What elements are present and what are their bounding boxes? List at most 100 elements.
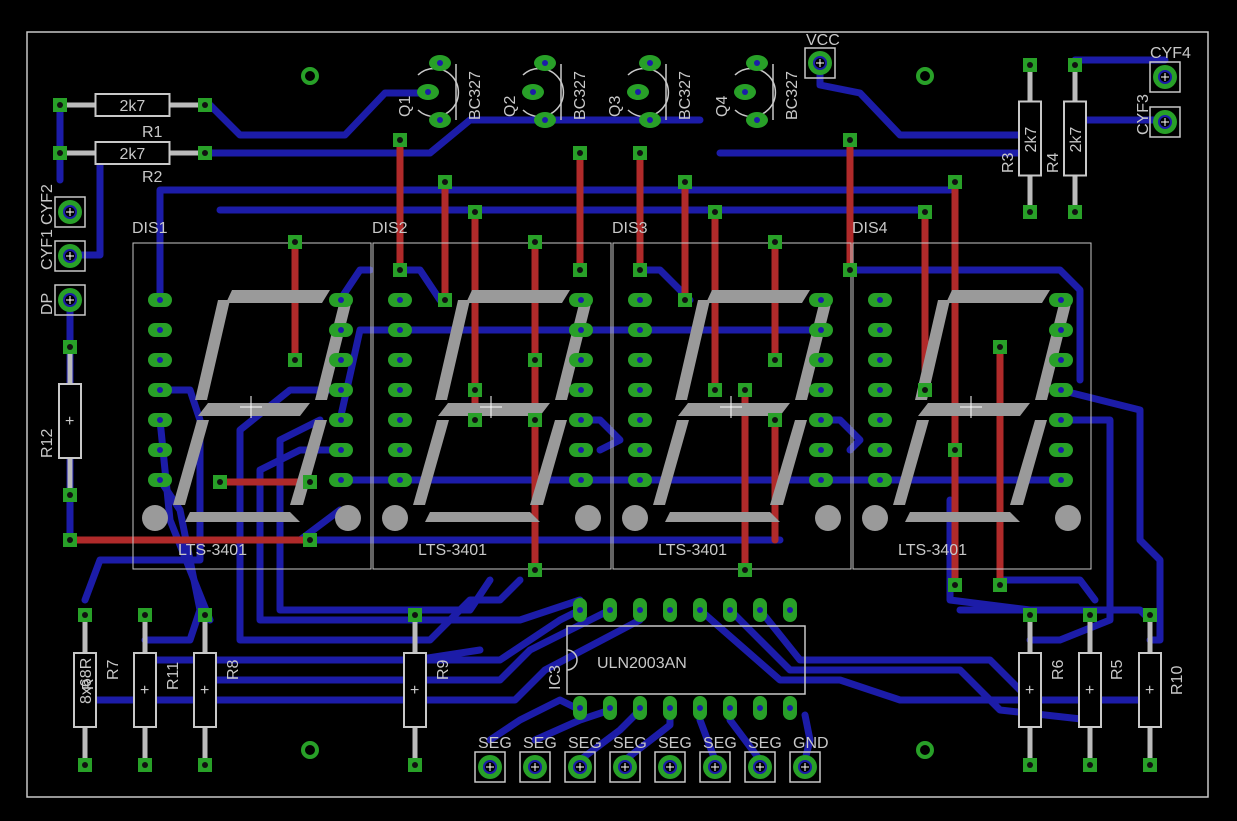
resistor-label: R10	[1169, 666, 1186, 695]
resistor-value: 8x68R	[78, 658, 95, 704]
resistor-r12: +	[58, 340, 82, 502]
segment	[530, 420, 567, 505]
resistor-r11: +	[133, 608, 157, 772]
resistor-r2: 2k7	[53, 141, 212, 165]
resistor-r4: 2k7	[1063, 58, 1087, 219]
labels: DIS1 DIS2 DIS3 DIS4 LTS-3401 LTS-3401 LT…	[39, 32, 1191, 559]
r3-label: R3	[1000, 152, 1017, 173]
segment	[915, 300, 950, 400]
resistor-r5: +	[1078, 608, 1102, 772]
resistor-value: 2k7	[1023, 127, 1040, 153]
segment	[173, 420, 209, 505]
seg-label: SEG	[748, 735, 782, 752]
board-outline	[26, 31, 1209, 798]
svg-text:+: +	[1145, 682, 1154, 699]
display-3	[622, 290, 841, 531]
seg-label: SEG	[568, 735, 602, 752]
display-1	[142, 290, 361, 531]
bottom-traces	[56, 56, 1169, 764]
resistor-r1: 2k7	[53, 93, 212, 117]
seg-pad	[564, 751, 596, 783]
transistor-q4: Q4 BC327	[714, 55, 801, 128]
seg-pad	[699, 751, 731, 783]
segment	[425, 512, 540, 522]
transistor-part: BC327	[677, 71, 694, 120]
resistor-value: 2k7	[120, 98, 146, 115]
cyf4-pad	[1149, 61, 1181, 93]
svg-text:+: +	[200, 682, 209, 699]
r12-label: R12	[39, 429, 56, 458]
segment	[706, 290, 810, 303]
transistor-q1: Q1 BC327	[397, 55, 484, 128]
bottom-labels: R7 R11 R8 R9 R6 R5 R10 R	[80, 659, 1186, 695]
dis4-label: DIS4	[852, 220, 888, 237]
seg-pad	[519, 751, 551, 783]
segment	[1010, 420, 1047, 505]
seg-label: SEG	[658, 735, 692, 752]
cyf3-pad	[1149, 106, 1181, 138]
transistor-name: Q3	[607, 96, 624, 117]
display-2	[382, 290, 601, 531]
ic-uln2003: ULN2003AN IC3	[547, 598, 806, 720]
transistor-name: Q4	[714, 96, 731, 117]
cyf4-label: CYF4	[1150, 45, 1191, 62]
transistor-q2: Q2 BC327	[502, 55, 589, 128]
transistor-part: BC327	[572, 71, 589, 120]
cyf1-pad	[54, 240, 86, 272]
seg-pad	[789, 751, 821, 783]
dis2-label: DIS2	[372, 220, 408, 237]
display-outlines	[132, 242, 1092, 570]
dis1-part: LTS-3401	[178, 542, 247, 559]
svg-text:+: +	[65, 413, 74, 430]
transistor-part: BC327	[784, 71, 801, 120]
segment	[918, 403, 1030, 416]
vcc-pad	[804, 47, 836, 79]
seg-label: GND	[793, 735, 829, 752]
resistor-r9: +	[403, 608, 427, 772]
transistor-part: BC327	[467, 71, 484, 120]
seg-label: SEG	[478, 735, 512, 752]
resistor-label: R7	[105, 659, 122, 680]
resistor-value: 2k7	[120, 146, 146, 163]
cyf3-label: CYF3	[1135, 94, 1152, 135]
seg-pad	[744, 751, 776, 783]
resistor-label: R11	[165, 662, 182, 690]
resistor-label: R8	[225, 659, 242, 680]
transistor-name: Q1	[397, 96, 414, 117]
segment	[665, 512, 780, 522]
cyf2-pad	[54, 196, 86, 228]
transistor-name: Q2	[502, 96, 519, 117]
resistor-r10: +	[1138, 608, 1162, 772]
resistor-label: R6	[1050, 659, 1067, 680]
seg-label: SEG	[523, 735, 557, 752]
seg-pad	[654, 751, 686, 783]
resistor-network: 8x68R	[73, 608, 97, 772]
r2-label: R2	[142, 169, 163, 186]
resistor-r8: +	[193, 608, 217, 772]
segment	[435, 300, 470, 400]
resistor-label: R5	[1109, 659, 1126, 680]
vias	[63, 133, 1007, 592]
segment	[438, 403, 550, 416]
dis3-part: LTS-3401	[658, 542, 727, 559]
resistor-network-name: R	[80, 678, 97, 690]
svg-text:+: +	[410, 682, 419, 699]
transistor-q3: Q3 BC327	[607, 55, 694, 128]
r4-label: R4	[1045, 152, 1062, 173]
segment	[653, 420, 689, 505]
segment	[413, 420, 449, 505]
segment	[893, 420, 929, 505]
resistor-r3: 2k7	[1018, 58, 1042, 219]
resistors: 2k7 2k7 2k7 2k7 +8x68R + + + + + +	[53, 58, 1162, 772]
segment	[946, 290, 1050, 303]
resistor-value: 2k7	[1068, 127, 1085, 153]
segment	[226, 290, 330, 303]
dis4-part: LTS-3401	[898, 542, 967, 559]
seven-segment-displays	[142, 290, 1081, 531]
svg-text:+: +	[1025, 682, 1034, 699]
resistor-label: R9	[435, 659, 452, 680]
segment	[185, 512, 300, 522]
